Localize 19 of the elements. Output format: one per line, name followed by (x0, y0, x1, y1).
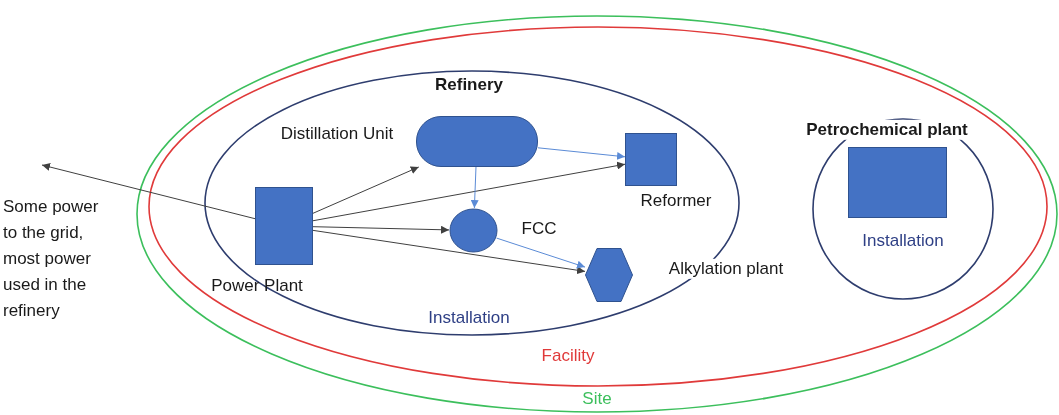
arrow (312, 229, 586, 275)
arrow (312, 161, 626, 222)
arrow (470, 166, 479, 209)
note-text: Some power to the grid, most power used in the refinery (3, 196, 100, 322)
installation-title: Petrochemical plant (804, 119, 970, 141)
unit-label: FCC (521, 218, 557, 240)
arrow (537, 147, 626, 160)
unit-label: Alkylation plant (666, 258, 786, 280)
arrow (496, 237, 586, 269)
unit-label: Power Plant (211, 275, 303, 297)
facility-label: Facility (541, 345, 595, 367)
unit-label: Distillation Unit (280, 123, 394, 145)
arrow (312, 166, 420, 214)
installation-title: Refinery (435, 74, 503, 96)
arrow (41, 163, 256, 220)
unit-label: Reformer (640, 190, 712, 212)
arrow (312, 225, 450, 234)
installation-label: Installation (428, 307, 510, 329)
installation-label: Installation (862, 230, 944, 252)
